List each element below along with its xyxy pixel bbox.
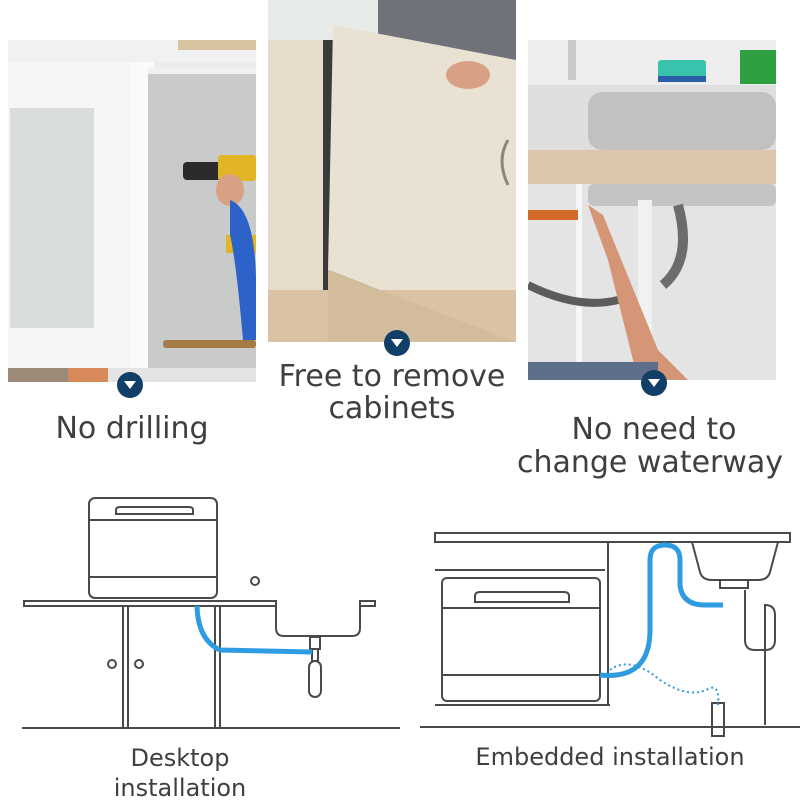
photo-no-waterway-change	[528, 40, 776, 380]
down-arrow-icon	[117, 372, 143, 398]
photo-remove-cabinets	[268, 0, 516, 342]
cabinet-door-removal-illustration	[268, 0, 516, 342]
caption-embedded: Embedded installation	[475, 743, 745, 771]
desktop-installation-diagram	[22, 497, 400, 729]
down-arrow-icon	[384, 330, 410, 356]
caption-no-drilling: No drilling	[55, 411, 209, 446]
embedded-installation-diagram	[420, 532, 800, 737]
cabinet-drilling-illustration	[8, 40, 256, 382]
caption-waterway-line1: No need to	[571, 412, 737, 447]
photo-no-drilling	[8, 40, 256, 382]
caption-waterway-line2: change waterway	[516, 445, 784, 480]
caption-remove-line1: Free to remove	[278, 359, 506, 394]
caption-remove-line2: cabinets	[328, 391, 456, 426]
down-arrow-icon	[641, 370, 667, 396]
caption-desktop-line2: installation	[113, 774, 247, 802]
caption-desktop-line1: Desktop	[130, 744, 230, 772]
sink-plumbing-illustration	[528, 40, 776, 380]
